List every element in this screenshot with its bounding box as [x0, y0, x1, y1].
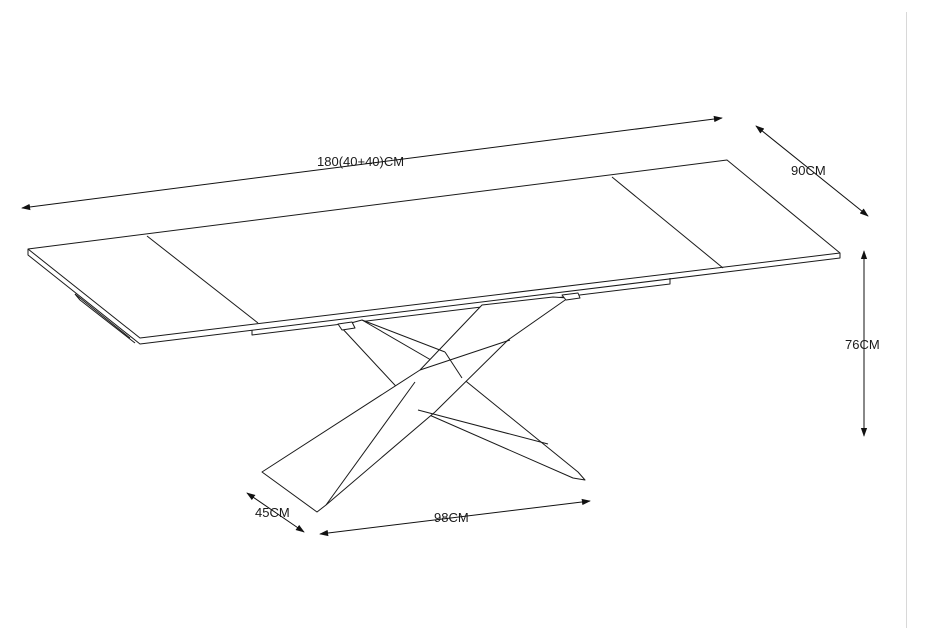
tabletop	[27, 159, 841, 345]
base-width-dimension-line	[246, 492, 305, 533]
x-base	[261, 292, 586, 513]
width-dimension-line	[755, 125, 869, 217]
base-length-dimension-line	[319, 498, 591, 537]
length-label: 180(40+40)CM	[317, 154, 405, 169]
width-label: 90CM	[791, 163, 826, 178]
base-length-label: 98CM	[434, 510, 469, 525]
length-dimension-line	[21, 115, 723, 211]
page-edge-divider	[906, 12, 907, 628]
height-label: 76CM	[845, 337, 880, 352]
dimension-lines	[21, 115, 869, 537]
base-width-label: 45CM	[255, 505, 290, 520]
